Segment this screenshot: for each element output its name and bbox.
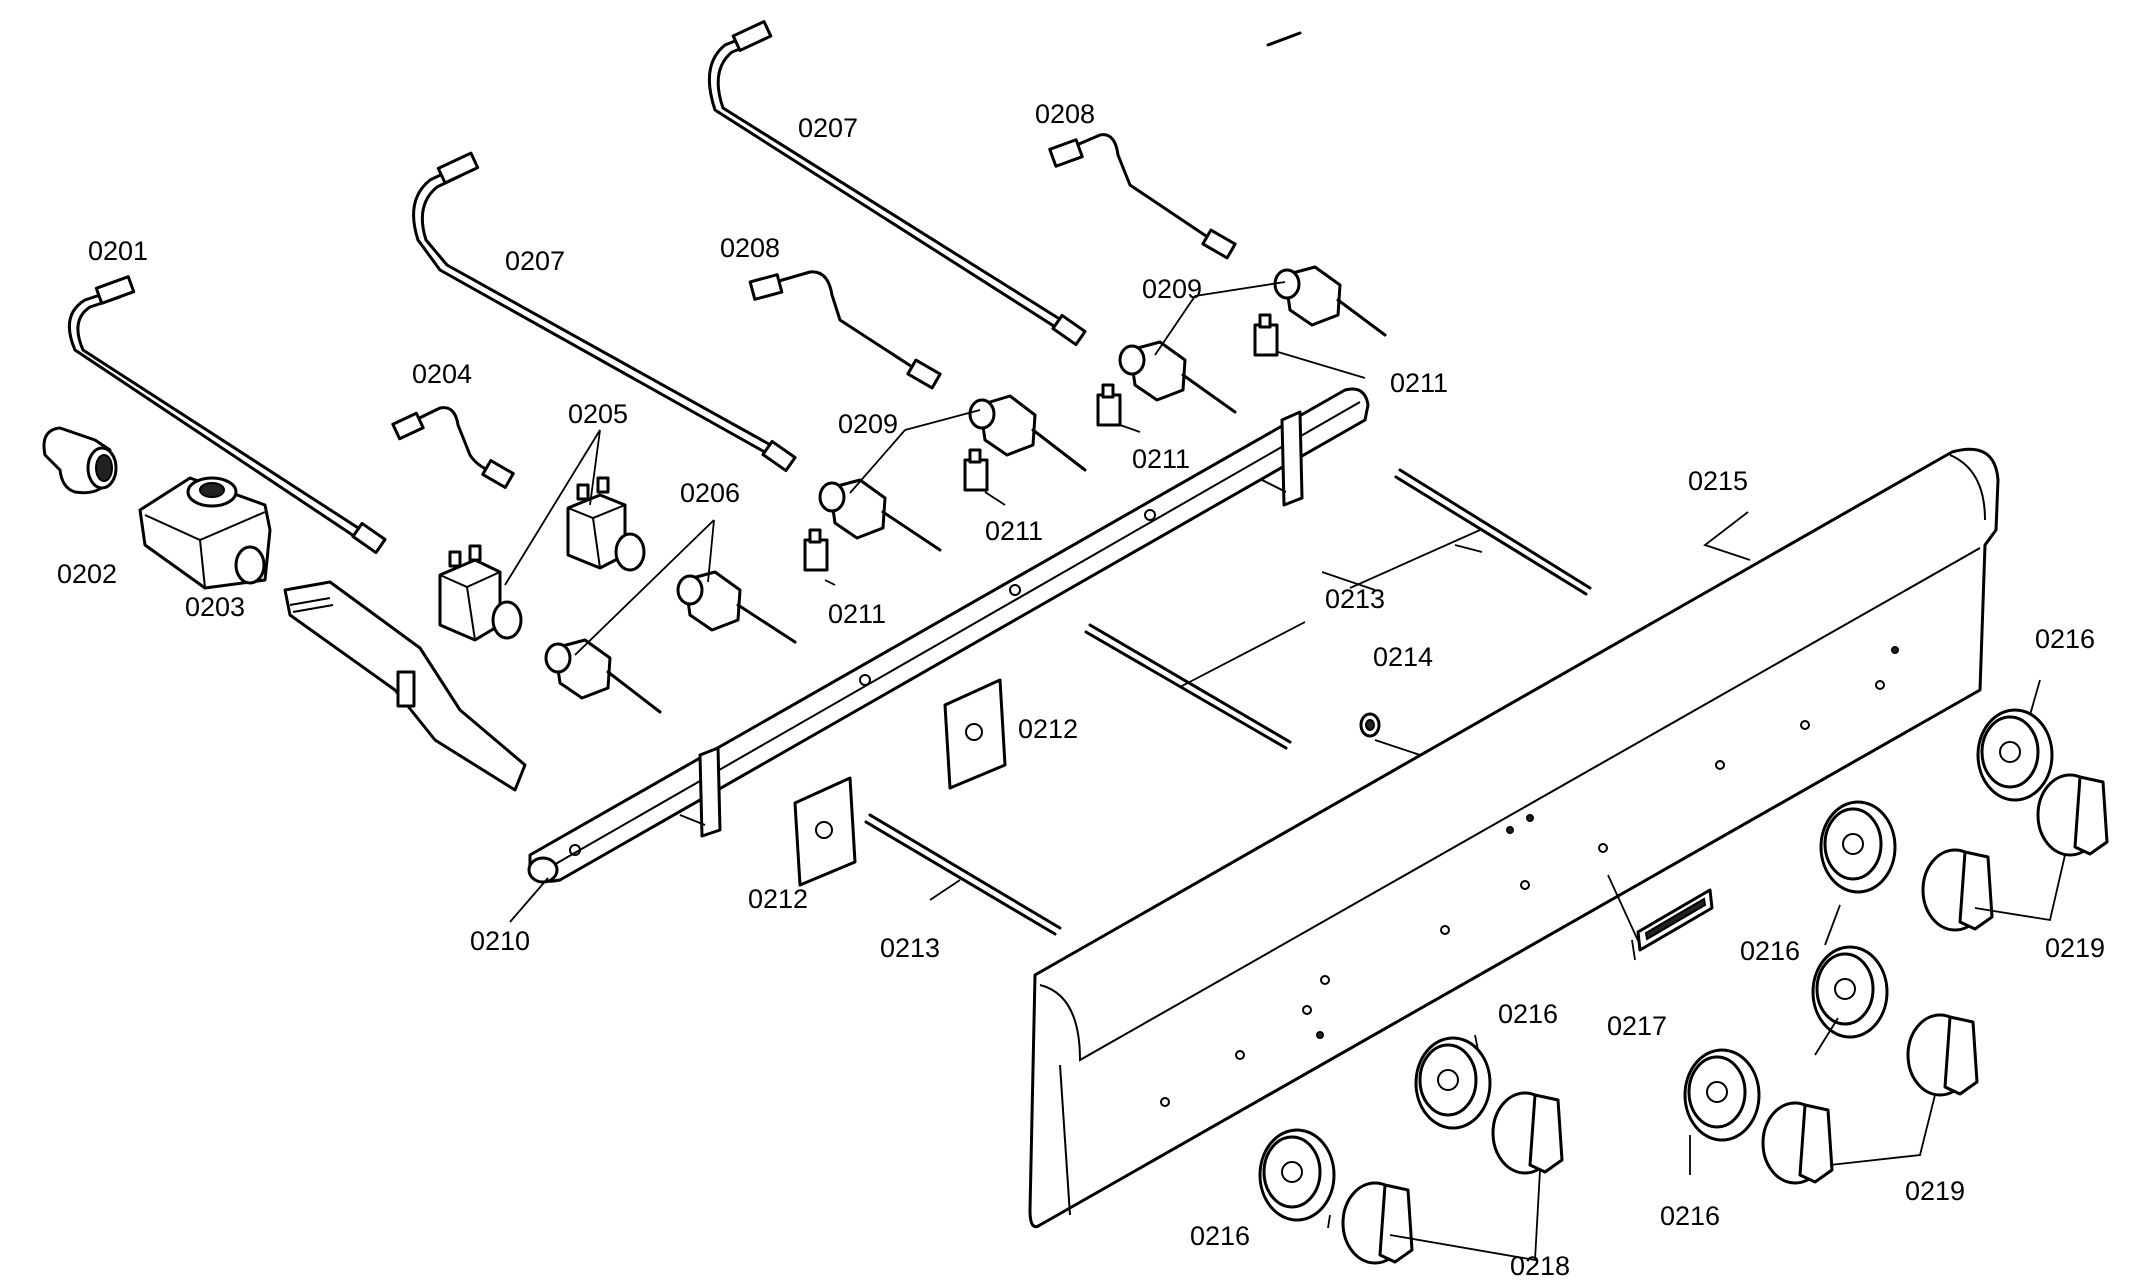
label-0216-c: 0216: [1660, 1201, 1720, 1231]
elbow-0202: [42, 426, 118, 495]
control-panel-0215: [1028, 447, 2000, 1229]
bezel-0216-a: [1258, 1128, 1336, 1222]
panel-holes: [1160, 646, 1899, 1107]
knob-0219-a: [1761, 1101, 1834, 1185]
label-0207-left: 0207: [505, 246, 565, 276]
label-0201: 0201: [88, 236, 148, 266]
stray-mark: [1266, 31, 1302, 47]
switch-0211-a: [803, 528, 829, 572]
valve-0206-upper: [676, 570, 797, 644]
grommet-0214: [1359, 712, 1381, 738]
label-0216-e: 0216: [2035, 624, 2095, 654]
label-0204: 0204: [412, 359, 472, 389]
tube-0207-right: [707, 20, 1087, 347]
label-0213-top: 0213: [1325, 584, 1385, 614]
valve-0209-a: [968, 394, 1087, 472]
plate-0212-right: [943, 678, 1007, 790]
bezel-0216-e: [1819, 800, 1897, 894]
knob-0219-c: [1921, 848, 1994, 932]
label-0205: 0205: [568, 399, 628, 429]
solenoid-0205-upper: [566, 476, 646, 572]
rod-0213-top: [1394, 468, 1592, 596]
label-0211-a: 0211: [828, 599, 886, 629]
label-0219-top: 0219: [2045, 933, 2105, 963]
tube-0208-left: [748, 270, 942, 390]
switch-0211-c: [1096, 383, 1122, 427]
valve-0209-b: [818, 478, 942, 552]
regulator-0203: [138, 476, 272, 590]
label-0216-d: 0216: [1740, 936, 1800, 966]
manifold-feed-pipe: [283, 580, 527, 792]
label-0209-left: 0209: [838, 409, 898, 439]
label-0215: 0215: [1688, 466, 1748, 496]
valve-0206-lower: [544, 638, 662, 714]
bezel-0216-b: [1414, 1036, 1492, 1130]
badge-0217: [1636, 888, 1714, 952]
label-0211-c: 0211: [1132, 444, 1190, 474]
label-0216-a: 0216: [1190, 1221, 1250, 1251]
bezel-0216-f: [1976, 708, 2054, 802]
knob-0219-d: [2036, 773, 2109, 857]
leader-lines: [504, 281, 2066, 1262]
tube-0204: [391, 406, 515, 489]
valve-0209-c: [1273, 265, 1387, 337]
label-0208-right: 0208: [1035, 99, 1095, 129]
label-0207-right: 0207: [798, 113, 858, 143]
plate-0212-left: [793, 776, 857, 887]
switch-0211-d: [1253, 313, 1279, 357]
knob-0218-a: [1341, 1181, 1414, 1265]
label-0216-b: 0216: [1498, 999, 1558, 1029]
label-0202: 0202: [57, 559, 117, 589]
label-0206: 0206: [680, 478, 740, 508]
bezel-0216-c: [1683, 1048, 1761, 1142]
valve-0209-d: [1118, 340, 1237, 414]
part-labels: 0201 0202 0203 0204 0205 0206 0207 0207 …: [57, 99, 2105, 1281]
knob-0219-b: [1906, 1013, 1979, 1097]
tube-0201: [67, 275, 387, 555]
label-0213-bottom: 0213: [880, 933, 940, 963]
label-0214: 0214: [1373, 642, 1433, 672]
tube-0208-right: [1048, 133, 1237, 260]
label-0211-b: 0211: [985, 516, 1043, 546]
tube-0207-left: [412, 151, 797, 473]
label-0217: 0217: [1607, 1011, 1667, 1041]
knob-0218-b: [1491, 1091, 1564, 1175]
manifold-0210: [527, 387, 1370, 884]
label-0208-left: 0208: [720, 233, 780, 263]
switch-0211-b: [963, 448, 989, 492]
label-0212-right: 0212: [1018, 714, 1078, 744]
bezel-0216-d: [1811, 945, 1889, 1039]
label-0210: 0210: [470, 926, 530, 956]
solenoid-0205-lower: [438, 544, 523, 642]
label-0219-bottom: 0219: [1905, 1176, 1965, 1206]
label-0212-left: 0212: [748, 884, 808, 914]
rod-0213-middle: [1084, 623, 1292, 750]
label-0218: 0218: [1510, 1251, 1570, 1281]
rod-0213-bottom: [864, 813, 1062, 936]
label-0211-d: 0211: [1390, 368, 1448, 398]
label-0209-right: 0209: [1142, 274, 1202, 304]
label-0203: 0203: [185, 592, 245, 622]
